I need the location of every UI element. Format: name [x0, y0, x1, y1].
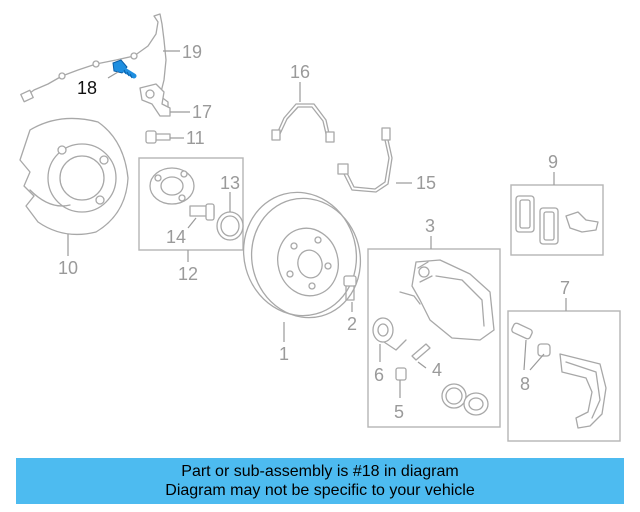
- callout-18[interactable]: 18: [77, 78, 97, 98]
- bolt-2[interactable]: [343, 275, 357, 301]
- bolt-11[interactable]: [145, 130, 171, 144]
- callout-6[interactable]: 6: [374, 365, 384, 385]
- callout-1[interactable]: 1: [279, 344, 289, 364]
- callout-16[interactable]: 16: [290, 62, 310, 82]
- callout-14[interactable]: 14: [166, 227, 186, 247]
- caliper-group[interactable]: [367, 248, 501, 428]
- callout-labels: 19 18 17 11 16 15 9 3 13 14 12 10 7 2 1 …: [58, 42, 570, 422]
- callout-3[interactable]: 3: [425, 216, 435, 236]
- callout-7[interactable]: 7: [560, 278, 570, 298]
- brake-rotor[interactable]: [230, 180, 374, 330]
- callout-10[interactable]: 10: [58, 258, 78, 278]
- callout-17[interactable]: 17: [192, 102, 212, 122]
- caliper-bracket-group[interactable]: [507, 310, 621, 442]
- hub-assembly-group[interactable]: [138, 157, 244, 251]
- brake-pads-group[interactable]: [510, 184, 604, 256]
- callout-19[interactable]: 19: [182, 42, 202, 62]
- callout-11[interactable]: 11: [186, 128, 205, 148]
- callout-5[interactable]: 5: [394, 402, 404, 422]
- callout-12[interactable]: 12: [178, 264, 198, 284]
- callout-8[interactable]: 8: [520, 374, 530, 394]
- callout-15[interactable]: 15: [416, 173, 436, 193]
- callout-4[interactable]: 4: [432, 360, 442, 380]
- leader-lines: [67, 50, 567, 398]
- banner-line-1: Part or sub-assembly is #18 in diagram: [181, 463, 459, 480]
- brake-line-16[interactable]: [271, 103, 335, 143]
- info-banner: Part or sub-assembly is #18 in diagram D…: [16, 458, 624, 504]
- callout-13[interactable]: 13: [220, 173, 240, 193]
- brake-hose-15[interactable]: [337, 127, 393, 193]
- wheel-speed-sensor[interactable]: [139, 83, 171, 117]
- bolt-18-highlighted[interactable]: [112, 59, 137, 79]
- callout-2[interactable]: 2: [347, 314, 357, 334]
- brake-dust-shield[interactable]: [19, 117, 129, 236]
- callout-9[interactable]: 9: [548, 152, 558, 172]
- banner-line-2: Diagram may not be specific to your vehi…: [165, 482, 475, 499]
